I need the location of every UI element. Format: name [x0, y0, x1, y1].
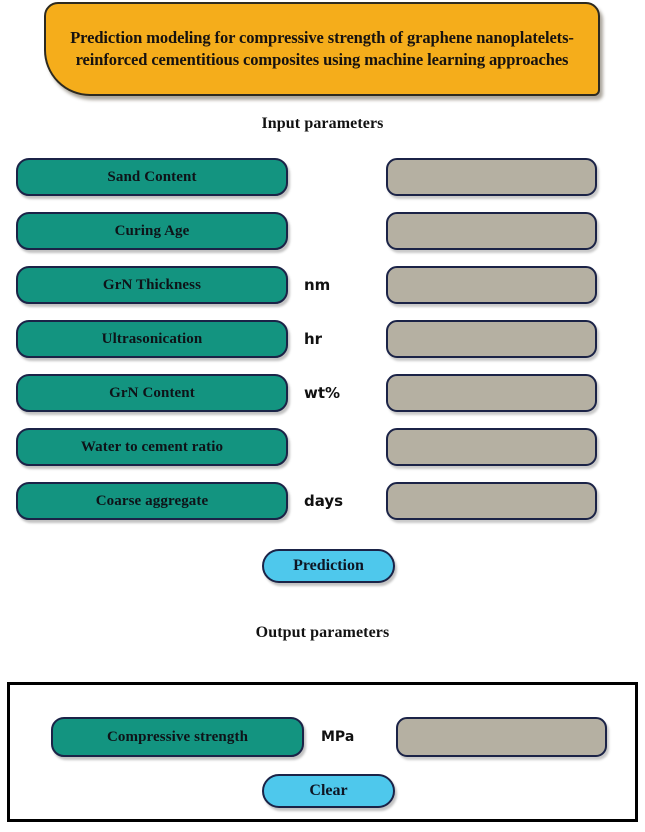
output-row: Compressive strength MPa [10, 717, 635, 761]
parameter-label-curing-age: Curing Age [16, 212, 288, 250]
parameter-field-1[interactable] [386, 212, 597, 250]
parameter-row: Sand Content [0, 155, 645, 209]
parameter-field-2[interactable] [386, 266, 597, 304]
parameter-field-5[interactable] [386, 428, 597, 466]
title-banner: Prediction modeling for compressive stre… [44, 2, 600, 96]
output-unit-compressive-strength: MPa [321, 729, 355, 745]
parameter-label-water-to-cement-ratio: Water to cement ratio [16, 428, 288, 466]
input-parameters-heading: Input parameters [261, 115, 384, 132]
parameter-field-3[interactable] [386, 320, 597, 358]
parameter-label-grn-content: GrN Content [16, 374, 288, 412]
parameter-label-sand-content: Sand Content [16, 158, 288, 196]
parameter-row: GrN Thickness nm [0, 263, 645, 317]
output-parameters-heading: Output parameters [255, 624, 390, 641]
parameter-unit-6: days [304, 492, 344, 510]
parameter-row: GrN Content wt% [0, 371, 645, 425]
parameter-row: Water to cement ratio [0, 425, 645, 479]
parameter-unit-3: hr [304, 330, 323, 348]
parameter-field-6[interactable] [386, 482, 597, 520]
parameter-unit-4: wt% [304, 384, 341, 402]
output-field-compressive-strength[interactable] [396, 717, 607, 757]
parameter-unit-2: nm [304, 276, 331, 294]
parameter-row: Ultrasonication hr [0, 317, 645, 371]
parameter-label-ultrasonication: Ultrasonication [16, 320, 288, 358]
output-label-compressive-strength: Compressive strength [51, 717, 304, 757]
parameter-label-coarse-aggregate: Coarse aggregate [16, 482, 288, 520]
page-title: Prediction modeling for compressive stre… [70, 28, 574, 69]
clear-button[interactable]: Clear [262, 774, 395, 808]
parameter-label-grn-thickness: GrN Thickness [16, 266, 288, 304]
parameter-row: Curing Age [0, 209, 645, 263]
parameter-row: Coarse aggregate days [0, 479, 645, 533]
parameter-field-4[interactable] [386, 374, 597, 412]
parameter-field-0[interactable] [386, 158, 597, 196]
prediction-button[interactable]: Prediction [262, 549, 395, 583]
